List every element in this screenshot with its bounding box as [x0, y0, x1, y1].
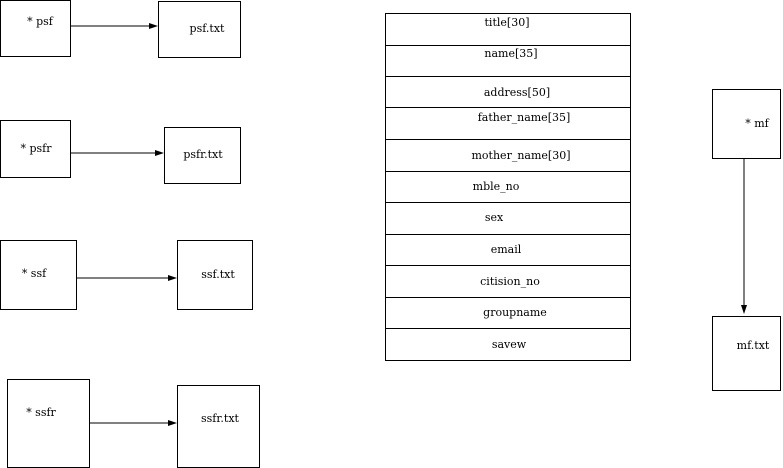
record-field: father_name[35]: [478, 111, 571, 124]
arrow-ssf-head: [168, 275, 177, 281]
record-field: email: [491, 243, 522, 256]
file-mf-label: mf.txt: [737, 339, 770, 352]
record-field: citision_no: [480, 275, 540, 288]
pointer-ssf-label: * ssf: [22, 267, 47, 280]
file-ssfr-box: [177, 385, 260, 468]
pointer-psfr-label: * psfr: [20, 142, 52, 155]
arrow-psfr-head: [155, 150, 164, 156]
record-field: groupname: [483, 306, 547, 319]
pointer-mf-box: [712, 89, 781, 159]
file-psfr-box: [164, 127, 241, 184]
pointer-mf-label: * mf: [745, 117, 769, 130]
pointer-ssfr-group: * ssfr ssfr.txt: [7, 379, 260, 468]
pointer-mf-group: * mf mf.txt: [712, 89, 781, 391]
pointer-psf-group: * psf psf.txt: [0, 0, 241, 58]
pointer-psf-box: [0, 0, 71, 57]
record-structure: title[30] name[35] address[50] father_na…: [385, 13, 631, 361]
record-field: sex: [485, 211, 504, 224]
pointer-psfr-box: [0, 120, 71, 178]
file-psf-label: psf.txt: [190, 22, 225, 35]
record-field: name[35]: [484, 47, 537, 60]
record-table-border: [385, 13, 631, 361]
file-ssfr-label: ssfr.txt: [201, 412, 240, 425]
file-psf-box: [158, 1, 241, 58]
record-field: title[30]: [485, 16, 530, 29]
pointer-psfr-group: * psfr psfr.txt: [0, 120, 241, 184]
file-mf-box: [712, 316, 781, 391]
file-psfr-label: psfr.txt: [183, 148, 223, 161]
arrow-ssfr-head: [168, 420, 177, 426]
record-field: address[50]: [484, 86, 550, 99]
pointer-ssfr-box: [7, 379, 90, 468]
pointer-psf-label: * psf: [27, 15, 54, 28]
pointer-ssf-group: * ssf ssf.txt: [0, 240, 253, 310]
record-field: savew: [492, 338, 527, 351]
pointer-ssf-box: [0, 240, 77, 310]
arrow-mf-head: [741, 305, 747, 314]
file-ssf-box: [177, 240, 253, 310]
record-field: mother_name[30]: [472, 149, 571, 162]
record-field: mble_no: [473, 180, 520, 193]
pointer-ssfr-label: * ssfr: [26, 406, 56, 419]
arrow-psf-head: [149, 23, 158, 29]
file-ssf-label: ssf.txt: [201, 268, 235, 281]
